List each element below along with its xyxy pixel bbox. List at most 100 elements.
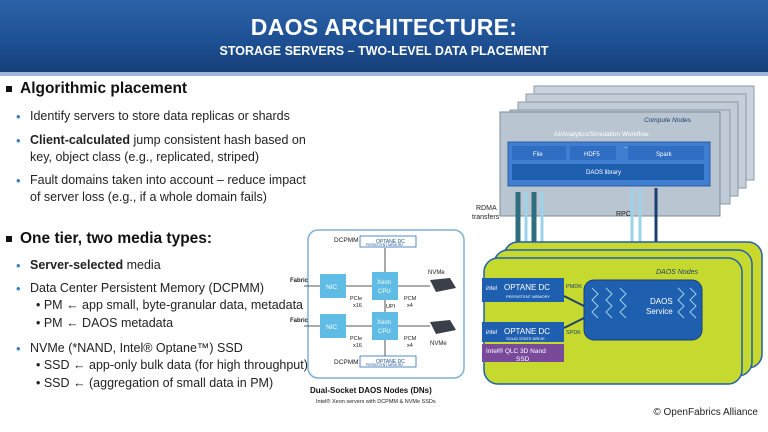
section-heading-one-tier: One tier, two media types: bbox=[6, 230, 212, 248]
title-banner: DAOS ARCHITECTURE: STORAGE SERVERS – TWO… bbox=[0, 0, 768, 72]
service-thread-icon bbox=[591, 287, 697, 319]
diagram-caption-subtitle: Intel® Xeon servers with DCPMM & NVMe SS… bbox=[316, 398, 436, 405]
bullet-item: • Client-calculated jump consistent hash… bbox=[16, 132, 306, 166]
nvme-label: NVMe bbox=[428, 270, 445, 276]
file-box bbox=[512, 146, 566, 160]
hdf5-label: HDF5 bbox=[584, 152, 600, 158]
upi-label: UPI bbox=[386, 304, 396, 310]
daos-architecture-diagram: Compute Nodes AI/Analytics/Simulation Wo… bbox=[472, 85, 763, 385]
dcpmm-brand-subtext: PERSISTENT MEMORY bbox=[366, 363, 404, 367]
spark-label: Spark bbox=[656, 152, 673, 158]
section-heading-text: Algorithmic placement bbox=[20, 80, 188, 97]
bullet-dot-icon: • bbox=[16, 258, 21, 273]
bullet-item: • NVMe (*NAND, Intel® Optane™) SSD bbox=[16, 340, 243, 357]
bullet-text: Data Center Persistent Memory (DCPMM) bbox=[30, 281, 265, 295]
pcie-width-label: x4 bbox=[407, 343, 413, 349]
spdk-link bbox=[563, 317, 585, 329]
workflow-label: AI/Analytics/Simulation Workflow bbox=[554, 131, 649, 138]
sub-bullet-item: • SSD ← app-only bulk data (for high thr… bbox=[36, 358, 308, 372]
pcie-label: PCIe bbox=[350, 336, 362, 342]
bullet-text: Identify servers to store data replicas … bbox=[30, 109, 290, 123]
daos-service-label: Service bbox=[646, 307, 673, 316]
daos-nodes-label: DAOS Nodes bbox=[656, 269, 699, 276]
daos-library-box bbox=[512, 164, 704, 180]
optane-pm-module bbox=[482, 278, 564, 302]
square-bullet-icon bbox=[6, 235, 12, 242]
intel-logo-text: intel bbox=[486, 286, 498, 292]
optane-pm-label: OPTANE DC bbox=[504, 283, 550, 292]
dcpmm-label: DCPMM bbox=[334, 359, 359, 366]
bullet-item: • Server-selected media bbox=[16, 257, 161, 274]
bullet-dot-icon: • bbox=[16, 173, 21, 188]
file-label: File bbox=[533, 152, 543, 158]
slide-title: DAOS ARCHITECTURE: bbox=[250, 14, 518, 40]
bullet-text: media bbox=[123, 258, 161, 272]
banner-divider bbox=[0, 72, 768, 76]
bullet-text: jump consistent hash based on bbox=[130, 133, 306, 147]
bullet-bold-text: Server-selected bbox=[30, 258, 124, 272]
dcpmm-brand-subtext: PERSISTENT MEMORY bbox=[366, 243, 404, 247]
nic-block bbox=[320, 314, 346, 338]
intel-logo-text: intel bbox=[486, 330, 498, 336]
cpu-label: CPU bbox=[378, 329, 391, 335]
sub-bullet-item: • PM ← app small, byte-granular data, me… bbox=[36, 298, 304, 312]
dcpmm-brand-text: OPTANE DC bbox=[376, 359, 405, 365]
hdf5-box bbox=[570, 146, 616, 160]
bullet-dot-icon: • bbox=[16, 133, 21, 148]
bullet-item: • Fault domains taken into account – red… bbox=[16, 172, 306, 206]
pcie-width-label: x16 bbox=[353, 343, 362, 349]
cpu-block bbox=[372, 312, 398, 340]
rdma-label: transfers bbox=[472, 214, 500, 221]
qlc-ssd-label: Intel® QLC 3D Nand bbox=[486, 347, 546, 355]
cpu-label: CPU bbox=[378, 289, 391, 295]
dcpmm-module-top bbox=[359, 235, 417, 248]
diagram-caption-title: Dual-Socket DAOS Nodes (DNs) bbox=[310, 386, 432, 395]
bullet-bold-text: Client-calculated bbox=[30, 133, 131, 147]
ellipsis-label: ... bbox=[624, 144, 629, 150]
qlc-ssd-label: SSD bbox=[516, 356, 530, 363]
cpu-block bbox=[372, 272, 398, 300]
spark-box bbox=[628, 146, 704, 160]
pcie-width-label: x4 bbox=[407, 303, 413, 309]
cpu-label: Xeon bbox=[377, 320, 391, 326]
dcpmm-module-bottom bbox=[359, 355, 417, 368]
pmdk-label: PMDK bbox=[566, 284, 582, 290]
nic-block bbox=[320, 274, 346, 298]
nic-label: NIC bbox=[326, 324, 338, 331]
section-heading-algorithmic: Algorithmic placement bbox=[6, 80, 187, 98]
rdma-label: RDMA bbox=[476, 205, 497, 212]
nvme-ssd-icon bbox=[430, 320, 456, 334]
server-board-outline bbox=[307, 229, 465, 379]
pcie-label: PCM bbox=[404, 296, 417, 302]
qlc-ssd-module bbox=[482, 344, 564, 362]
bullet-text: key, object class (e.g., replicated, str… bbox=[30, 150, 260, 164]
bullet-item: • Data Center Persistent Memory (DCPMM) bbox=[16, 280, 265, 297]
rpc-label: RPC bbox=[616, 211, 631, 218]
bullet-text: Fault domains taken into account – reduc… bbox=[30, 173, 306, 187]
optane-pm-sublabel: PERSISTENT MEMORY bbox=[506, 294, 550, 299]
bullet-dot-icon: • bbox=[16, 341, 21, 356]
pmdk-link bbox=[563, 295, 585, 307]
daos-service-label: DAOS bbox=[650, 297, 673, 306]
dcpmm-brand-text: OPTANE DC bbox=[376, 239, 405, 245]
optane-ssd-module bbox=[482, 322, 564, 342]
nvme-ssd-icon bbox=[430, 278, 456, 292]
optane-ssd-label: OPTANE DC bbox=[504, 327, 550, 336]
dual-socket-diagram: DCPMM OPTANE DC PERSISTENT MEMORY Fabric… bbox=[290, 229, 465, 405]
daos-service-box bbox=[583, 279, 703, 341]
spdk-label: SPDK bbox=[566, 330, 581, 336]
sub-bullet-item: • SSD ← (aggregation of small data in PM… bbox=[36, 376, 274, 390]
bullet-text: of server loss (e.g., if a whole domain … bbox=[30, 190, 267, 204]
dcpmm-label: DCPMM bbox=[334, 237, 359, 244]
compute-nodes-label: Compute Nodes bbox=[644, 117, 692, 124]
nic-label: NIC bbox=[326, 284, 338, 291]
pcie-width-label: x16 bbox=[353, 303, 362, 309]
slide-subtitle: STORAGE SERVERS – TWO-LEVEL DATA PLACEME… bbox=[219, 44, 549, 58]
sub-bullet-item: • PM ← DAOS metadata bbox=[36, 316, 174, 330]
fabric-label: Fabric bbox=[290, 318, 309, 324]
fabric-label: Fabric bbox=[290, 278, 309, 284]
cpu-label: Xeon bbox=[377, 280, 391, 286]
nvme-label: NVMe bbox=[430, 341, 447, 347]
pcie-label: PCIe bbox=[350, 296, 362, 302]
